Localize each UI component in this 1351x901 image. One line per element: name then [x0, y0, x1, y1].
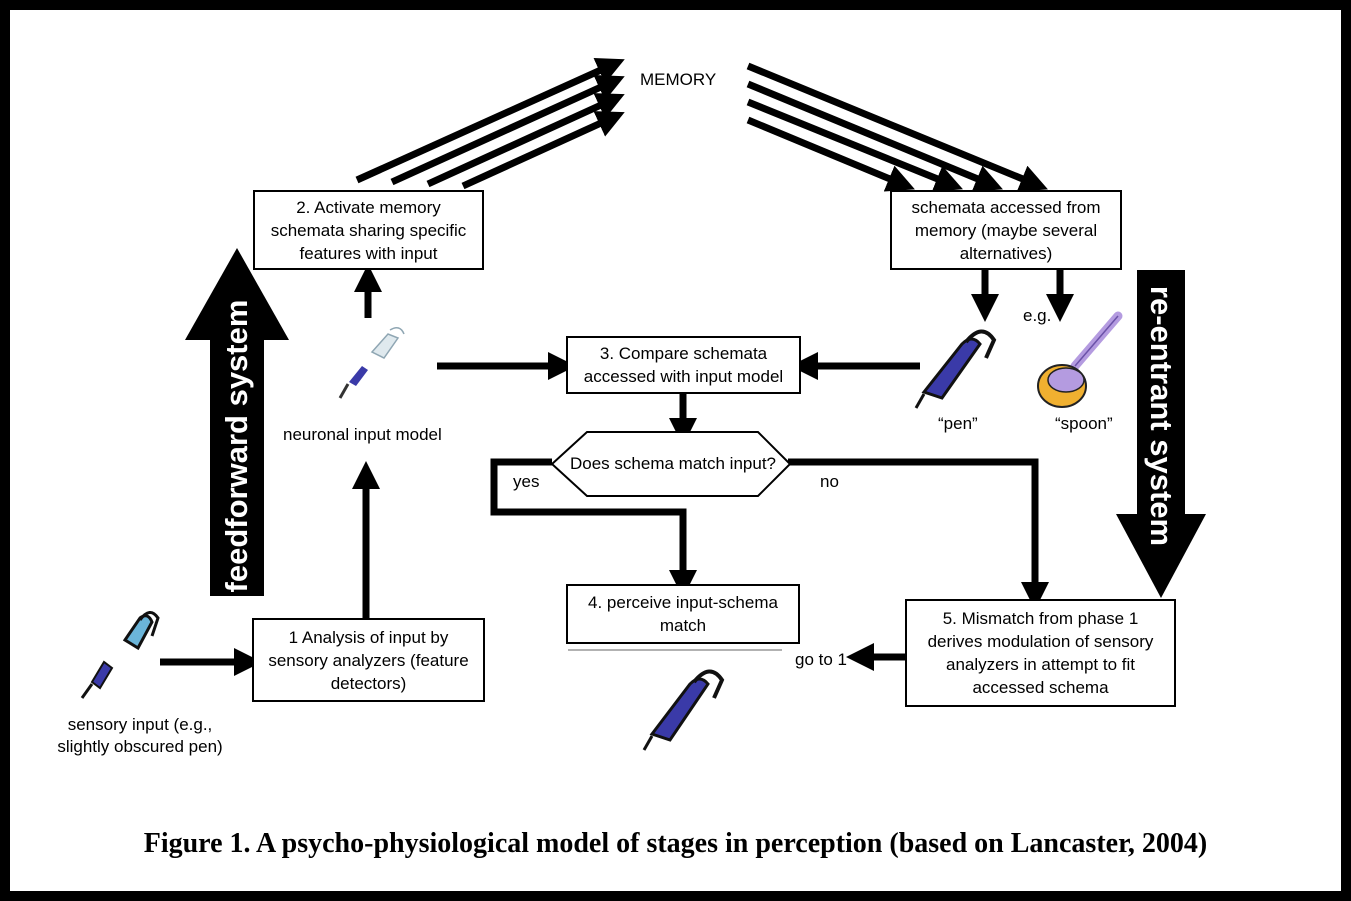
- arrow-yes-path: [490, 458, 697, 598]
- reentrant-arrow: [1116, 270, 1206, 598]
- arrows-from-memory: [746, 62, 1048, 192]
- yes-label: yes: [513, 472, 540, 491]
- sensory-input-label: sensory input (e.g., slightly obscured p…: [57, 715, 223, 756]
- memory-label: MEMORY: [640, 70, 717, 89]
- perceive-box: 4. perceive input-schema match: [566, 584, 800, 644]
- sensory-pen-icon: [80, 611, 160, 699]
- pen-icon: [914, 329, 997, 409]
- output-pen-icon: [642, 669, 725, 751]
- feedforward-system-label: feedforward system: [219, 299, 254, 593]
- arrows-to-memory: [355, 57, 625, 190]
- feedforward-arrow: [185, 248, 289, 596]
- spoon-icon: [1037, 311, 1123, 408]
- goto-label: go to 1: [795, 650, 847, 669]
- activate-schemata-box: 2. Activate memory schemata sharing spec…: [253, 190, 484, 270]
- mismatch-box: 5. Mismatch from phase 1 derives modulat…: [905, 599, 1176, 707]
- pen-label: “pen”: [938, 414, 978, 433]
- eg-label: e.g.: [1023, 306, 1052, 325]
- spoon-label: “spoon”: [1055, 414, 1113, 433]
- analysis-box: 1 Analysis of input by sensory analyzers…: [252, 618, 485, 702]
- schemata-accessed-box: schemata accessed from memory (maybe sev…: [890, 190, 1122, 270]
- decision-text: Does schema match input?: [570, 454, 776, 473]
- compare-box: 3. Compare schemata accessed with input …: [566, 336, 801, 394]
- decision-hexagon: [550, 431, 792, 497]
- fragmented-pen-icon: [338, 327, 405, 399]
- arrow-no-path: [788, 458, 1049, 610]
- figure-caption: Figure 1. A psycho-physiological model o…: [143, 828, 1208, 859]
- reentrant-system-label: re-entrant system: [1144, 285, 1179, 547]
- neuronal-input-model-label: neuronal input model: [283, 425, 442, 444]
- no-label: no: [820, 472, 839, 491]
